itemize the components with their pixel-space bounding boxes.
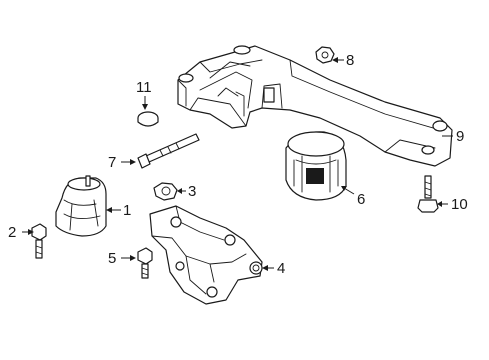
engine-mount-1-part [55,175,107,237]
leaders [22,57,453,271]
plug-11-part [137,111,159,127]
callout-7: 7 [108,154,116,171]
crossmember-part [177,45,453,167]
callout-6: 6 [357,191,365,208]
callout-8: 8 [346,52,354,69]
callout-labels: 1 2 3 4 5 6 7 8 9 10 11 [8,52,468,277]
callout-1: 1 [123,202,131,219]
callout-2: 2 [8,224,16,241]
bolt-2-part [31,223,47,259]
callout-10: 10 [451,196,468,213]
callout-5: 5 [108,250,116,267]
transmission-mount-6-part [285,131,347,201]
nut-3-part [153,182,178,201]
nut-8-part [315,46,335,64]
bolt-5-part [137,247,153,279]
bracket-4-part [149,205,263,305]
bolt-10-part [417,175,439,213]
callout-11: 11 [136,79,152,96]
callout-3: 3 [188,183,196,200]
callout-9: 9 [456,128,464,145]
long-bolt-7-part [137,133,200,169]
callout-4: 4 [277,260,285,277]
